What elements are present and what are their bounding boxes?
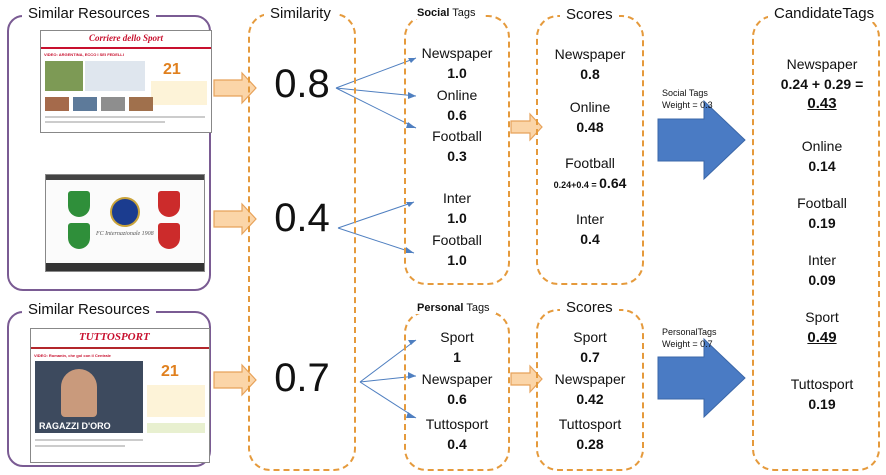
thumbnail-headline: VIDEO: ARGENTINA, ECCO I SEI FEDELLI: [44, 52, 124, 57]
big-arrow-social: [657, 99, 746, 181]
personal-tag-value: 1: [453, 349, 461, 365]
personal-score-value: 0.7: [580, 349, 600, 365]
thumbnail-headline: VIDEO: Romanin, che gol con il Centrale: [34, 353, 111, 358]
social-score-formula: 0.24+0.4 =: [553, 180, 600, 190]
thumbnail-caption: RAGAZZI D'ORO: [39, 421, 111, 431]
social-tag-value: 1.0: [447, 210, 467, 226]
thumbnail-masthead: Corriere dello Sport: [89, 33, 164, 43]
personal-score-name: Tuttosport: [558, 416, 622, 432]
social-score-name: Football: [565, 155, 615, 171]
social-tag-name: Inter: [442, 190, 471, 206]
personal-score-name: Sport: [573, 329, 607, 345]
personal-score-value: 0.42: [576, 391, 604, 407]
thumbnail-signature: FC Internazionale 1908: [96, 231, 154, 237]
social-tags-title-bold: Social: [417, 7, 450, 19]
personal-score-value: 0.28: [576, 436, 604, 452]
candidate-value: 0.49: [807, 329, 837, 346]
candidate-name: Inter: [807, 252, 836, 268]
candidate-value: 0.19: [808, 215, 836, 231]
candidate-name: Football: [797, 195, 847, 211]
personal-tag-name: Tuttosport: [425, 416, 489, 432]
similar-resources-title-bottom: Similar Resources: [22, 301, 156, 318]
social-tag-value: 1.0: [447, 252, 467, 268]
social-tag-value: 0.6: [447, 107, 467, 123]
similar-resources-title-top: Similar Resources: [22, 5, 156, 22]
big-arrow-personal: [657, 337, 746, 419]
personal-tag-name: Sport: [440, 329, 474, 345]
candidate-name: Newspaper: [786, 56, 858, 72]
personal-scores-title: Scores: [560, 299, 619, 316]
candidate-formula: 0.24 + 0.29 =: [780, 76, 864, 92]
resource-thumbnail-tuttosport[interactable]: TUTTOSPORT VIDEO: Romanin, che gol con i…: [30, 328, 210, 463]
similarity-value-1: 0.8: [274, 62, 330, 106]
social-score-value: 0.4: [580, 231, 600, 247]
social-tag-name: Football: [432, 232, 482, 248]
personal-tags-title-rest: Tags: [463, 302, 490, 314]
similarity-value-3: 0.7: [274, 356, 330, 400]
social-score-value: 0.8: [580, 66, 600, 82]
similarity-value-2: 0.4: [274, 196, 330, 240]
inter-crest-red: [158, 191, 180, 217]
social-weight-label-2: Weight = 0.3: [662, 100, 713, 110]
thumbnail-date: 21: [163, 61, 181, 78]
personal-tags-title-bold: Personal: [417, 302, 464, 314]
candidate-tags-title: CandidateTags: [768, 5, 881, 22]
social-tags-title-rest: Tags: [449, 7, 476, 19]
social-score-name: Newspaper: [554, 46, 626, 62]
personal-tag-name: Newspaper: [421, 371, 493, 387]
personal-tag-value: 0.6: [447, 391, 467, 407]
social-tag-value: 1.0: [447, 65, 467, 81]
inter-crest-red: [158, 223, 180, 249]
personal-weight-label-2: Weight = 0.7: [662, 339, 713, 349]
candidate-value: 0.14: [808, 158, 836, 174]
resource-thumbnail-corriere[interactable]: Corriere dello Sport VIDEO: ARGENTINA, E…: [40, 30, 212, 133]
social-tag-name: Football: [432, 128, 482, 144]
social-tag-name: Newspaper: [421, 45, 493, 61]
social-score-football-row: 0.24+0.4 = 0.64: [536, 175, 644, 193]
candidate-value: 0.43: [807, 95, 837, 112]
thumbnail-date: 21: [161, 363, 179, 380]
personal-tags-title: Personal Tags: [411, 302, 496, 314]
personal-score-name: Newspaper: [554, 371, 626, 387]
candidate-value: 0.09: [808, 272, 836, 288]
candidate-name: Sport: [805, 309, 839, 325]
social-scores-title: Scores: [560, 6, 619, 23]
social-score-value: 0.48: [576, 119, 604, 135]
social-tags-title: Social Tags: [411, 7, 482, 19]
social-tag-name: Online: [436, 87, 478, 103]
personal-weight-label-1: PersonalTags: [662, 327, 717, 337]
social-tag-value: 0.3: [447, 148, 467, 164]
resource-thumbnail-inter[interactable]: FC Internazionale 1908: [45, 174, 205, 272]
inter-logo: [110, 197, 140, 227]
social-score-name: Inter: [575, 211, 604, 227]
inter-crest-green: [68, 223, 90, 249]
personal-tag-value: 0.4: [447, 436, 467, 452]
thumbnail-masthead: TUTTOSPORT: [79, 331, 150, 343]
candidate-value: 0.19: [808, 396, 836, 412]
social-score-name: Online: [569, 99, 611, 115]
candidate-name: Tuttosport: [790, 376, 854, 392]
social-weight-label-1: Social Tags: [662, 88, 708, 98]
similarity-title: Similarity: [264, 5, 337, 22]
inter-crest-green: [68, 191, 90, 217]
candidate-name: Online: [801, 138, 843, 154]
social-score-value: 0.64: [599, 175, 627, 191]
